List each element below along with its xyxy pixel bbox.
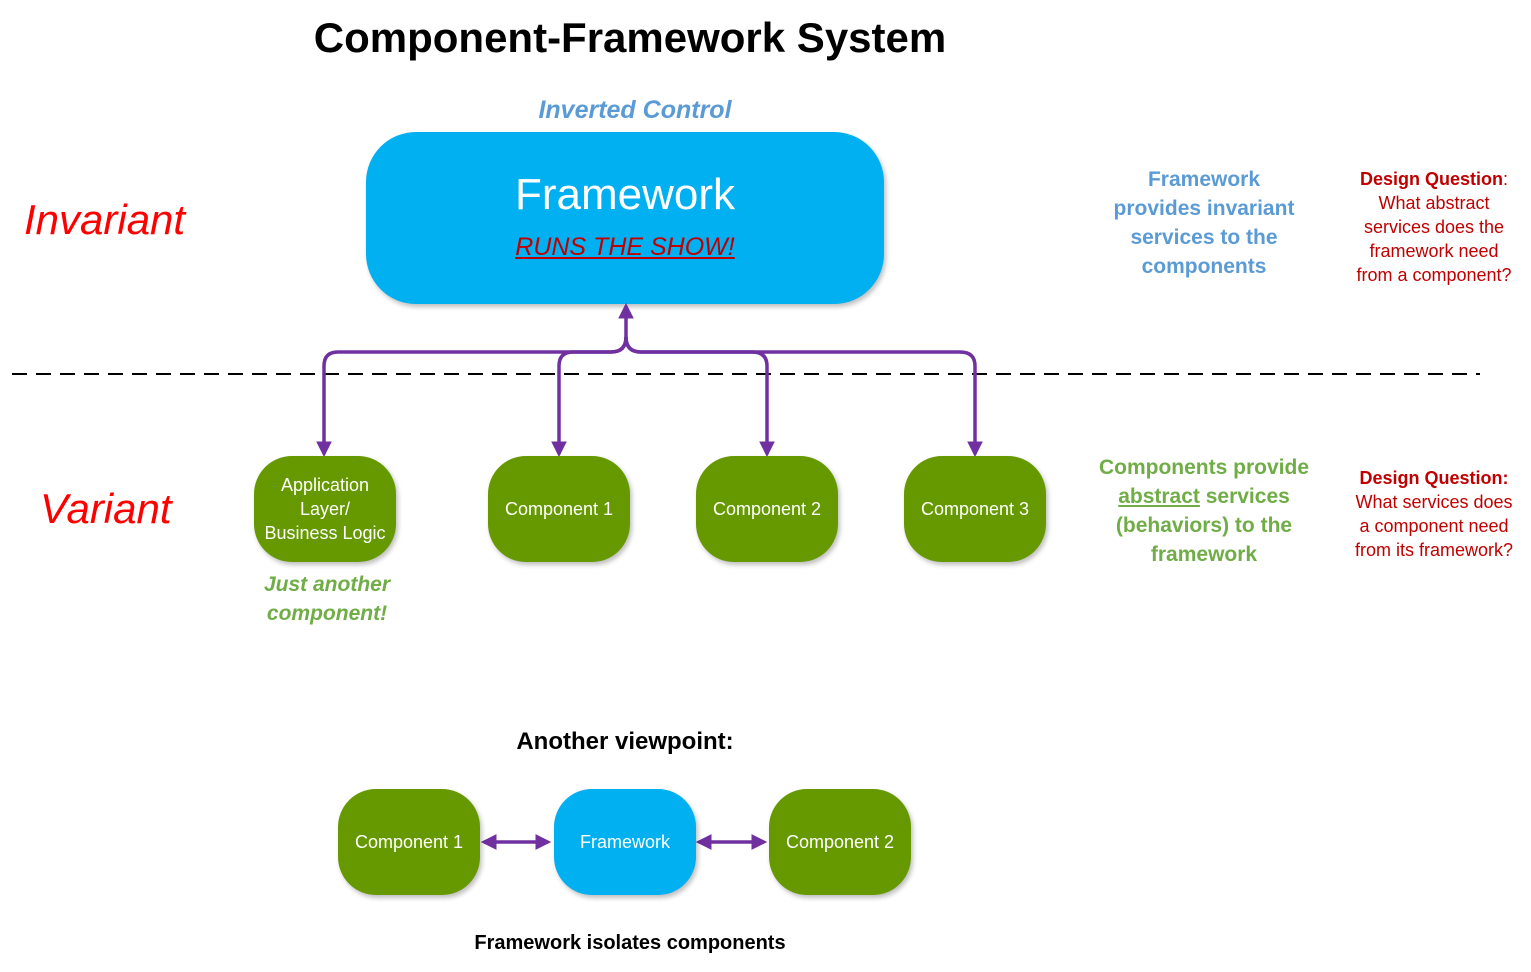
- viewpoint-component-1: Component 1: [338, 789, 480, 895]
- design-question-framework: Design Question: What abstract services …: [1344, 167, 1524, 287]
- dq-label: Design Question:: [1359, 468, 1509, 488]
- app-layer-component: Application Layer/ Business Logic: [254, 456, 396, 562]
- note-line: Just another: [263, 573, 391, 596]
- viewpoint-component-1-label: Component 1: [354, 832, 464, 852]
- arrow-framework-to-component-3: [624, 336, 983, 458]
- component-1: Component 1: [488, 456, 630, 562]
- dq-line: a component need: [1359, 516, 1509, 536]
- framework-isolates-caption: Framework isolates components: [474, 932, 786, 954]
- viewpoint-framework-label: Framework: [579, 831, 670, 852]
- viewpoint-component-2-label: Component 2: [785, 832, 895, 852]
- dq-colon: :: [1503, 169, 1509, 189]
- variant-label: Variant: [40, 485, 172, 532]
- component-3-label: Component 3: [920, 499, 1030, 519]
- dq-line: framework need: [1369, 241, 1499, 261]
- dq-line: What abstract: [1378, 193, 1490, 213]
- dq-line: services does the: [1363, 217, 1505, 237]
- viewpoint-framework: Framework: [554, 789, 696, 895]
- note-line: framework: [1150, 543, 1258, 566]
- just-another-component-note: Just another component!: [240, 570, 414, 628]
- note-fragment: services: [1199, 485, 1290, 508]
- note-line: services to the: [1130, 226, 1278, 249]
- component-2: Component 2: [696, 456, 838, 562]
- abstract-underlined: abstract: [1118, 485, 1200, 508]
- dq-label: Design Question: [1359, 169, 1503, 189]
- app-layer-line: Business Logic: [264, 523, 386, 543]
- dq-line: from a component?: [1356, 265, 1512, 285]
- arrow-framework-to-component-2: [624, 336, 775, 458]
- note-line: provides invariant: [1113, 197, 1295, 220]
- component-1-label: Component 1: [504, 499, 614, 519]
- arrow-framework-to-component-1: [551, 336, 628, 458]
- components-services-note: Components provide abstract services (be…: [1084, 453, 1324, 569]
- dq-line: What services does: [1355, 492, 1513, 512]
- dq-heading: Design Question:: [1344, 167, 1524, 191]
- note-line: components: [1141, 255, 1267, 278]
- inverted-control-label: Inverted Control: [538, 96, 732, 124]
- viewpoint-component-2: Component 2: [769, 789, 911, 895]
- note-line: Components provide: [1098, 456, 1309, 479]
- note-line: Framework: [1147, 168, 1261, 191]
- note-line: abstract services: [1084, 482, 1324, 511]
- invariant-label: Invariant: [24, 196, 186, 243]
- component-2-label: Component 2: [712, 499, 822, 519]
- app-layer-label: Application Layer/ Business Logic: [264, 473, 385, 545]
- framework-subtitle: RUNS THE SHOW!: [515, 233, 735, 261]
- app-layer-line: Application: [280, 475, 370, 495]
- app-layer-line: Layer/: [299, 499, 350, 519]
- note-line: component!: [266, 602, 388, 625]
- framework-title: Framework: [514, 170, 736, 219]
- component-3: Component 3: [904, 456, 1046, 562]
- dq-heading: Design Question:: [1344, 466, 1524, 490]
- dq-line: from its framework?: [1354, 540, 1514, 560]
- another-viewpoint-heading: Another viewpoint:: [516, 728, 734, 755]
- design-question-component: Design Question: What services does a co…: [1344, 466, 1524, 562]
- arrow-framework-to-app-layer: [316, 302, 634, 458]
- note-line: (behaviors) to the: [1115, 514, 1293, 537]
- framework-box: Framework RUNS THE SHOW!: [366, 132, 884, 304]
- diagram-title: Component-Framework System: [313, 14, 947, 61]
- framework-services-note: Framework provides invariant services to…: [1090, 165, 1318, 281]
